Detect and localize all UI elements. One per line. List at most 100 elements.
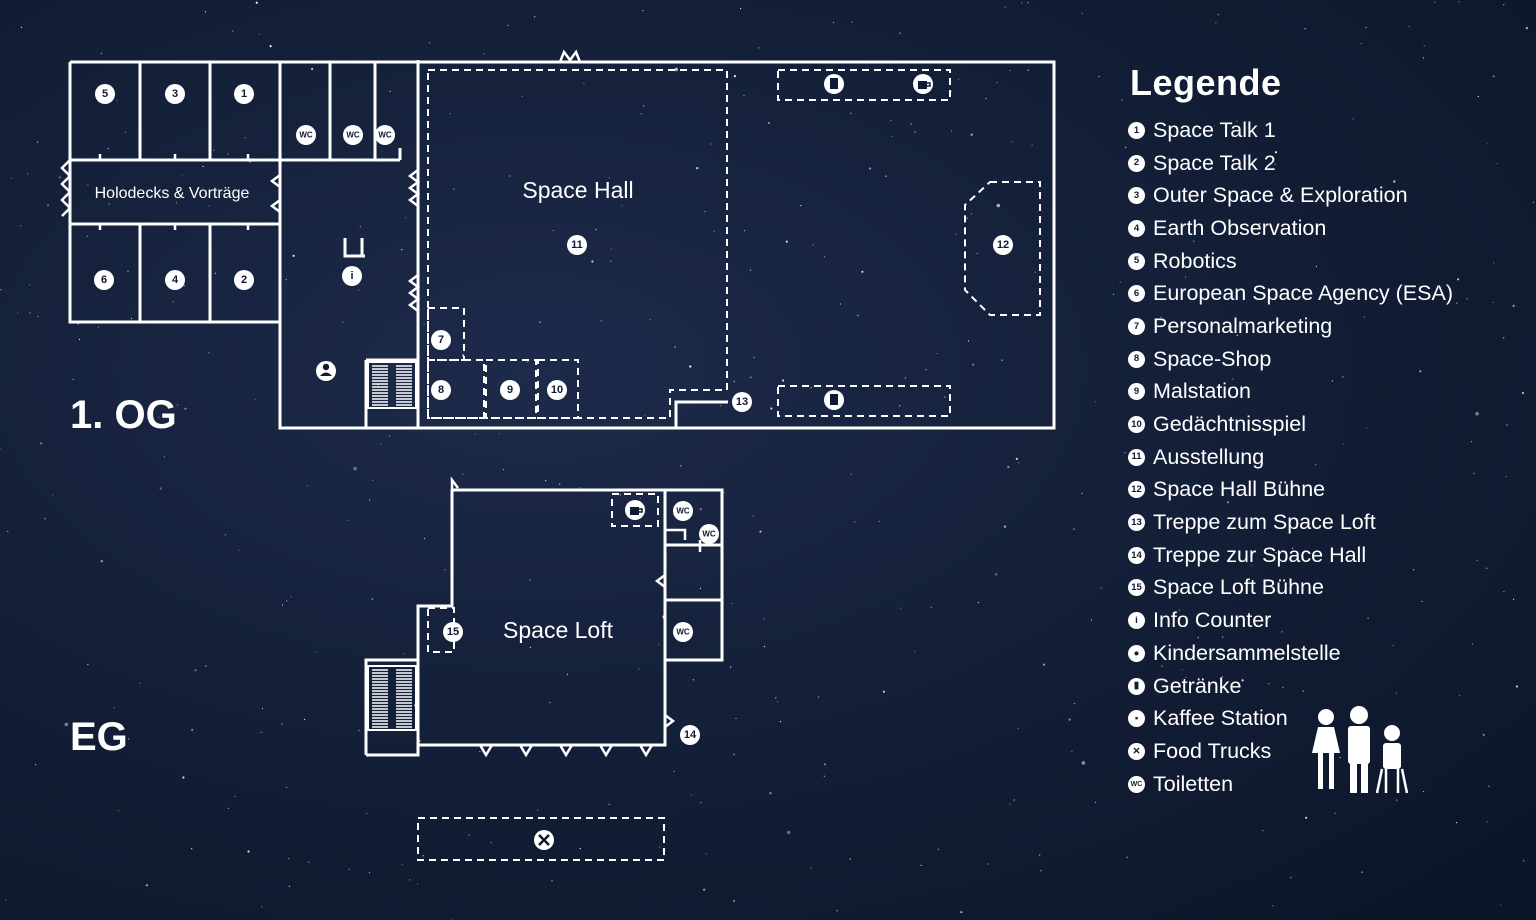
star — [1393, 180, 1396, 183]
wc-marker[interactable]: WC — [375, 125, 395, 145]
star — [371, 598, 373, 600]
star — [175, 202, 178, 204]
star — [40, 442, 43, 445]
svg-text:1: 1 — [241, 88, 247, 100]
star — [769, 792, 772, 795]
star — [1331, 380, 1333, 382]
star — [1100, 587, 1102, 589]
star — [752, 515, 754, 517]
star — [1315, 265, 1317, 267]
star — [1304, 28, 1306, 30]
star — [5, 899, 7, 901]
coffee-icon[interactable] — [913, 74, 933, 94]
wc-marker[interactable]: WC — [673, 501, 693, 521]
marker-14[interactable]: 14 — [680, 725, 700, 745]
star — [423, 323, 425, 325]
marker-7[interactable]: 7 — [431, 330, 451, 350]
food-truck-icon[interactable] — [534, 830, 554, 850]
star — [703, 888, 706, 891]
coffee-icon[interactable] — [625, 500, 645, 520]
marker-1[interactable]: 1 — [234, 84, 254, 104]
marker-8[interactable]: 8 — [431, 380, 451, 400]
drink-icon[interactable] — [824, 74, 844, 94]
star — [785, 240, 788, 243]
info-marker[interactable]: i — [342, 266, 362, 286]
wc-marker[interactable]: WC — [296, 125, 316, 145]
star — [1160, 316, 1162, 318]
star — [1281, 631, 1283, 633]
legend-item: ▮Getränke — [1128, 670, 1453, 703]
wc-marker[interactable]: WC — [673, 622, 693, 642]
legend-item-label: Gedächtnisspiel — [1153, 412, 1306, 437]
marker-2[interactable]: 2 — [234, 270, 254, 290]
star — [1372, 522, 1374, 524]
star — [976, 252, 978, 255]
star — [306, 484, 308, 487]
star — [689, 365, 692, 368]
star — [763, 646, 766, 648]
star — [699, 508, 702, 511]
star — [699, 587, 702, 590]
wc-marker[interactable]: WC — [343, 125, 363, 145]
legend-item-label: Earth Observation — [1153, 215, 1327, 240]
svg-text:14: 14 — [684, 729, 697, 741]
star — [503, 468, 505, 471]
marker-12[interactable]: 12 — [993, 235, 1013, 255]
star — [1456, 302, 1458, 304]
legend-item-label: Space Loft Bühne — [1153, 575, 1324, 600]
star — [1500, 904, 1502, 906]
star — [311, 67, 314, 71]
wc-marker[interactable]: WC — [699, 524, 719, 544]
legend-item-label: Getränke — [1153, 673, 1242, 698]
star — [899, 32, 901, 34]
star — [1471, 643, 1474, 645]
star — [17, 312, 19, 314]
star — [208, 205, 210, 207]
star — [194, 669, 197, 672]
star — [1015, 457, 1018, 460]
star — [117, 810, 120, 812]
star — [1434, 1, 1436, 3]
marker-13[interactable]: 13 — [732, 392, 752, 412]
star — [462, 473, 464, 475]
star — [839, 303, 841, 305]
star — [1235, 652, 1237, 654]
star — [914, 650, 916, 653]
star — [304, 718, 306, 721]
star — [1185, 276, 1187, 278]
marker-3[interactable]: 3 — [165, 84, 185, 104]
star — [1094, 401, 1096, 403]
star — [1493, 262, 1495, 264]
star — [1119, 281, 1121, 283]
star — [238, 549, 240, 551]
star — [539, 321, 541, 323]
marker-5[interactable]: 5 — [95, 84, 115, 104]
star — [366, 812, 368, 815]
marker-10[interactable]: 10 — [547, 380, 567, 400]
number-13-icon: 13 — [1128, 514, 1145, 532]
upper-floor-label: 1. OG — [70, 393, 177, 437]
marker-9[interactable]: 9 — [500, 380, 520, 400]
star — [490, 841, 492, 844]
food-truck-icon: ✕ — [1128, 742, 1145, 760]
star — [534, 16, 536, 18]
kids-point-marker[interactable] — [316, 361, 336, 381]
star — [1408, 25, 1410, 28]
marker-11[interactable]: 11 — [567, 235, 587, 255]
star — [591, 260, 594, 263]
star — [474, 433, 476, 435]
star — [1268, 683, 1270, 685]
star — [1073, 703, 1076, 705]
star — [172, 301, 174, 303]
marker-4[interactable]: 4 — [165, 270, 185, 290]
marker-15[interactable]: 15 — [443, 622, 463, 642]
legend-item-label: Malstation — [1153, 379, 1251, 404]
number-7-icon: 7 — [1128, 317, 1145, 335]
marker-6[interactable]: 6 — [94, 270, 114, 290]
star — [710, 143, 712, 145]
svg-text:WC: WC — [676, 628, 690, 637]
star — [1031, 144, 1033, 146]
drink-icon[interactable] — [824, 390, 844, 410]
